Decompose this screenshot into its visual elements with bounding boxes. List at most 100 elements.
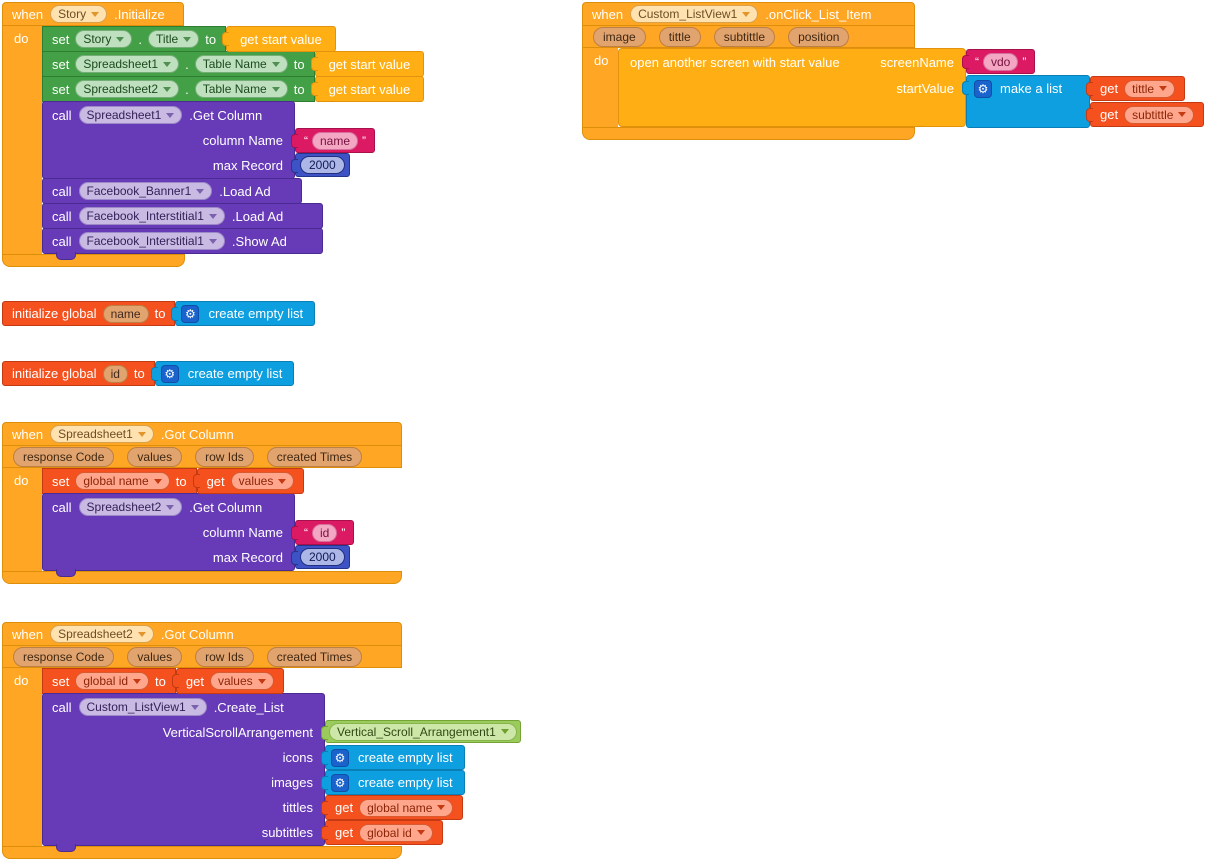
variable-dropdown[interactable]: global name	[359, 798, 454, 817]
get-variable-block[interactable]: get tittle	[1085, 76, 1186, 101]
gear-icon[interactable]: ⚙	[331, 748, 349, 767]
component-dropdown[interactable]: Story	[50, 5, 108, 23]
arg-label: screenName	[880, 54, 954, 70]
param-chip-image[interactable]: image	[593, 26, 646, 47]
call-show-ad-block[interactable]: call Facebook_Interstitial1 .Show Ad	[42, 228, 323, 260]
param-chip-row-ids[interactable]: row Ids	[195, 446, 254, 467]
set-property-block[interactable]: set Story . Title to	[42, 26, 227, 52]
event-header[interactable]: when Story .Initialize	[2, 2, 184, 26]
param-chip-tittle[interactable]: tittle	[658, 26, 701, 47]
block-when-spreadsheet2-gotcolumn[interactable]: when Spreadsheet2 .Got Column response C…	[2, 622, 521, 859]
set-property-block[interactable]: set Spreadsheet2 . Table Name to	[42, 76, 315, 102]
component-getter-block[interactable]: Vertical_Scroll_Arrangement1	[321, 720, 521, 743]
number-block[interactable]: 2000	[291, 545, 350, 569]
call-load-ad-block[interactable]: call Facebook_Banner1 .Load Ad	[42, 178, 302, 204]
component-dropdown[interactable]: Custom_ListView1	[78, 698, 207, 716]
block-bottom-tab	[56, 252, 76, 260]
variable-dropdown[interactable]: values	[230, 472, 295, 490]
initialize-global-block[interactable]: initialize global name to	[2, 301, 176, 326]
component-dropdown[interactable]: Custom_ListView1	[630, 5, 759, 23]
param-chip-row-ids[interactable]: row Ids	[195, 646, 254, 667]
do-label: do	[2, 468, 42, 571]
text-field[interactable]: name	[312, 131, 359, 150]
call-create-list-block[interactable]: call Custom_ListView1 .Create_List Verti…	[42, 693, 521, 852]
param-chip-response-code[interactable]: response Code	[13, 446, 115, 467]
initialize-global-block[interactable]: initialize global id to	[2, 361, 155, 386]
variable-dropdown[interactable]: global id	[75, 672, 150, 690]
number-field[interactable]: 2000	[300, 156, 345, 174]
component-dropdown[interactable]: Spreadsheet1	[75, 55, 180, 73]
block-when-listview-onclick[interactable]: when Custom_ListView1 .onClick_List_Item…	[582, 2, 1205, 140]
param-chip-values[interactable]: values	[127, 446, 183, 467]
event-header[interactable]: when Custom_ListView1 .onClick_List_Item	[582, 2, 915, 26]
param-chip-position[interactable]: position	[788, 26, 850, 47]
property-dropdown[interactable]: Table Name	[194, 80, 288, 98]
gear-icon[interactable]: ⚙	[160, 364, 179, 383]
gear-icon[interactable]: ⚙	[331, 773, 349, 792]
component-dropdown[interactable]: Spreadsheet1	[78, 106, 183, 124]
event-bottom-bar	[582, 127, 915, 140]
component-dropdown[interactable]: Spreadsheet2	[78, 498, 183, 516]
get-start-value-block[interactable]: get start value	[310, 76, 425, 102]
get-variable-block[interactable]: get global id	[321, 820, 443, 845]
call-get-column-block[interactable]: call Spreadsheet1 .Get Column column Nam…	[42, 101, 376, 179]
param-chip-response-code[interactable]: response Code	[13, 646, 115, 667]
property-dropdown[interactable]: Table Name	[194, 55, 288, 73]
block-when-story-initialize[interactable]: when Story .Initialize do set Story . Ti…	[2, 2, 425, 267]
component-dropdown[interactable]: Spreadsheet2	[75, 80, 180, 98]
make-a-list-block[interactable]: ⚙ make a list get tittle get subtittle	[962, 75, 1205, 128]
variable-dropdown[interactable]: tittle	[1124, 79, 1176, 98]
event-header[interactable]: when Spreadsheet1 .Got Column	[2, 422, 402, 446]
set-variable-block[interactable]: set global id to	[42, 668, 176, 694]
component-dropdown[interactable]: Vertical_Scroll_Arrangement1	[329, 722, 517, 741]
dropdown-arrow-icon	[271, 86, 280, 92]
gear-icon[interactable]: ⚙	[974, 79, 992, 98]
component-dropdown[interactable]: Story	[75, 30, 133, 48]
component-dropdown[interactable]: Facebook_Banner1	[78, 182, 213, 200]
block-when-spreadsheet1-gotcolumn[interactable]: when Spreadsheet1 .Got Column response C…	[2, 422, 402, 584]
number-field[interactable]: 2000	[300, 548, 345, 566]
component-dropdown[interactable]: Spreadsheet2	[50, 625, 154, 643]
text-block[interactable]: “ vdo ”	[961, 49, 1036, 74]
open-screen-block[interactable]: open another screen with start value scr…	[618, 48, 1205, 128]
block-init-global-id[interactable]: initialize global id to ⚙ create empty l…	[2, 361, 295, 386]
variable-dropdown[interactable]: subtittle	[1124, 105, 1195, 124]
create-empty-list-block[interactable]: ⚙ create empty list	[321, 745, 465, 770]
variable-name-field[interactable]: id	[102, 364, 128, 383]
get-variable-block[interactable]: get values	[171, 668, 284, 694]
component-dropdown[interactable]: Facebook_Interstitial1	[78, 232, 225, 250]
create-empty-list-block[interactable]: ⚙ create empty list	[150, 361, 295, 386]
dropdown-arrow-icon	[437, 805, 446, 810]
get-variable-block[interactable]: get subtittle	[1085, 102, 1205, 127]
number-block[interactable]: 2000	[291, 153, 350, 177]
get-start-value-block[interactable]: get start value	[310, 51, 425, 77]
component-dropdown[interactable]: Facebook_Interstitial1	[78, 207, 225, 225]
call-load-ad-block[interactable]: call Facebook_Interstitial1 .Load Ad	[42, 203, 323, 229]
get-start-value-block[interactable]: get start value	[222, 26, 336, 52]
param-chip-created-times[interactable]: created Times	[266, 646, 363, 667]
variable-name-field[interactable]: name	[102, 304, 149, 323]
variable-dropdown[interactable]: global name	[75, 472, 170, 490]
create-empty-list-block[interactable]: ⚙ create empty list	[171, 301, 316, 326]
set-variable-block[interactable]: set global name to	[42, 468, 197, 494]
text-field[interactable]: id	[312, 523, 338, 542]
text-block[interactable]: “ id ”	[290, 520, 355, 545]
create-empty-list-block[interactable]: ⚙ create empty list	[321, 770, 465, 795]
param-chip-values[interactable]: values	[127, 646, 183, 667]
variable-dropdown[interactable]: values	[209, 672, 274, 690]
event-header[interactable]: when Spreadsheet2 .Got Column	[2, 622, 402, 646]
text-block[interactable]: “ name ”	[290, 128, 376, 153]
call-get-column-block[interactable]: call Spreadsheet2 .Get Column column Nam…	[42, 493, 355, 577]
set-property-row: set Story . Title to get start value	[42, 26, 336, 52]
param-chip-subtittle[interactable]: subtittle	[713, 26, 776, 47]
variable-dropdown[interactable]: global id	[359, 823, 433, 842]
get-variable-block[interactable]: get global name	[320, 795, 464, 820]
set-property-block[interactable]: set Spreadsheet1 . Table Name to	[42, 51, 315, 77]
block-init-global-name[interactable]: initialize global name to ⚙ create empty…	[2, 301, 316, 326]
property-dropdown[interactable]: Title	[147, 30, 200, 48]
gear-icon[interactable]: ⚙	[181, 304, 200, 323]
get-variable-block[interactable]: get values	[192, 468, 305, 494]
param-chip-created-times[interactable]: created Times	[266, 446, 363, 467]
component-dropdown[interactable]: Spreadsheet1	[50, 425, 154, 443]
text-field[interactable]: vdo	[983, 52, 1019, 71]
